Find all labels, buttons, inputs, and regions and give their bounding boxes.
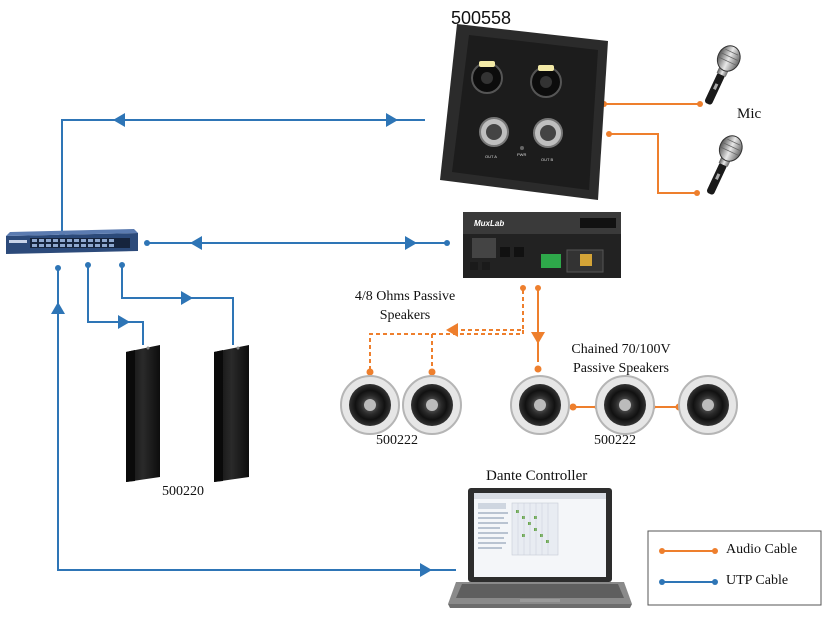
utp-switch-to-column-1 (87, 265, 144, 345)
laptop-icon (448, 488, 632, 608)
utp-arrows (51, 113, 432, 577)
legend-utp-label: UTP Cable (726, 573, 789, 588)
svg-text:OUT A: OUT A (485, 154, 497, 159)
legend-box (647, 530, 822, 606)
ceiling-speaker-icon (402, 375, 462, 435)
mic-label: Mic (737, 106, 762, 122)
wallplate-model-label: 500558 (451, 8, 512, 28)
column-model-label: 500220 (162, 484, 204, 499)
ceiling-speaker-icon (510, 375, 570, 435)
audio-arrows (446, 323, 545, 344)
audio-wallplate-to-mic-2 (609, 133, 697, 194)
network-switch-icon (6, 229, 138, 254)
column-speaker-icon (214, 345, 249, 482)
audio-passive-branch (369, 330, 524, 371)
ceiling-model-label-right: 500222 (594, 433, 636, 448)
wallplate-device: OUT A OUT B PWR (440, 24, 608, 200)
chained-speakers-label: Chained 70/100V Passive Speakers (571, 342, 671, 376)
svg-text:PWR: PWR (517, 152, 526, 157)
passive-speakers-label: 4/8 Ohms Passive Speakers (354, 289, 456, 323)
ceiling-speaker-icon (595, 375, 655, 435)
utp-switch-to-wallplate (61, 119, 425, 234)
amplifier-device (463, 212, 621, 278)
utp-cables (57, 119, 456, 571)
dante-controller-label: Dante Controller (486, 468, 588, 484)
amp-brand-label: MuxLab (474, 219, 505, 228)
utp-switch-to-column-2 (121, 265, 234, 345)
microphone-icon (704, 45, 741, 105)
audio-amp-to-passive (455, 290, 524, 331)
column-speaker-icon (126, 345, 160, 482)
utp-switch-to-laptop (57, 268, 456, 571)
ceiling-model-label-left: 500222 (376, 433, 418, 448)
ceiling-speaker-icon (340, 375, 400, 435)
legend-audio-label: Audio Cable (726, 542, 798, 557)
svg-text:OUT B: OUT B (541, 157, 553, 162)
microphone-icon (706, 135, 743, 195)
ceiling-speaker-icon (678, 375, 738, 435)
